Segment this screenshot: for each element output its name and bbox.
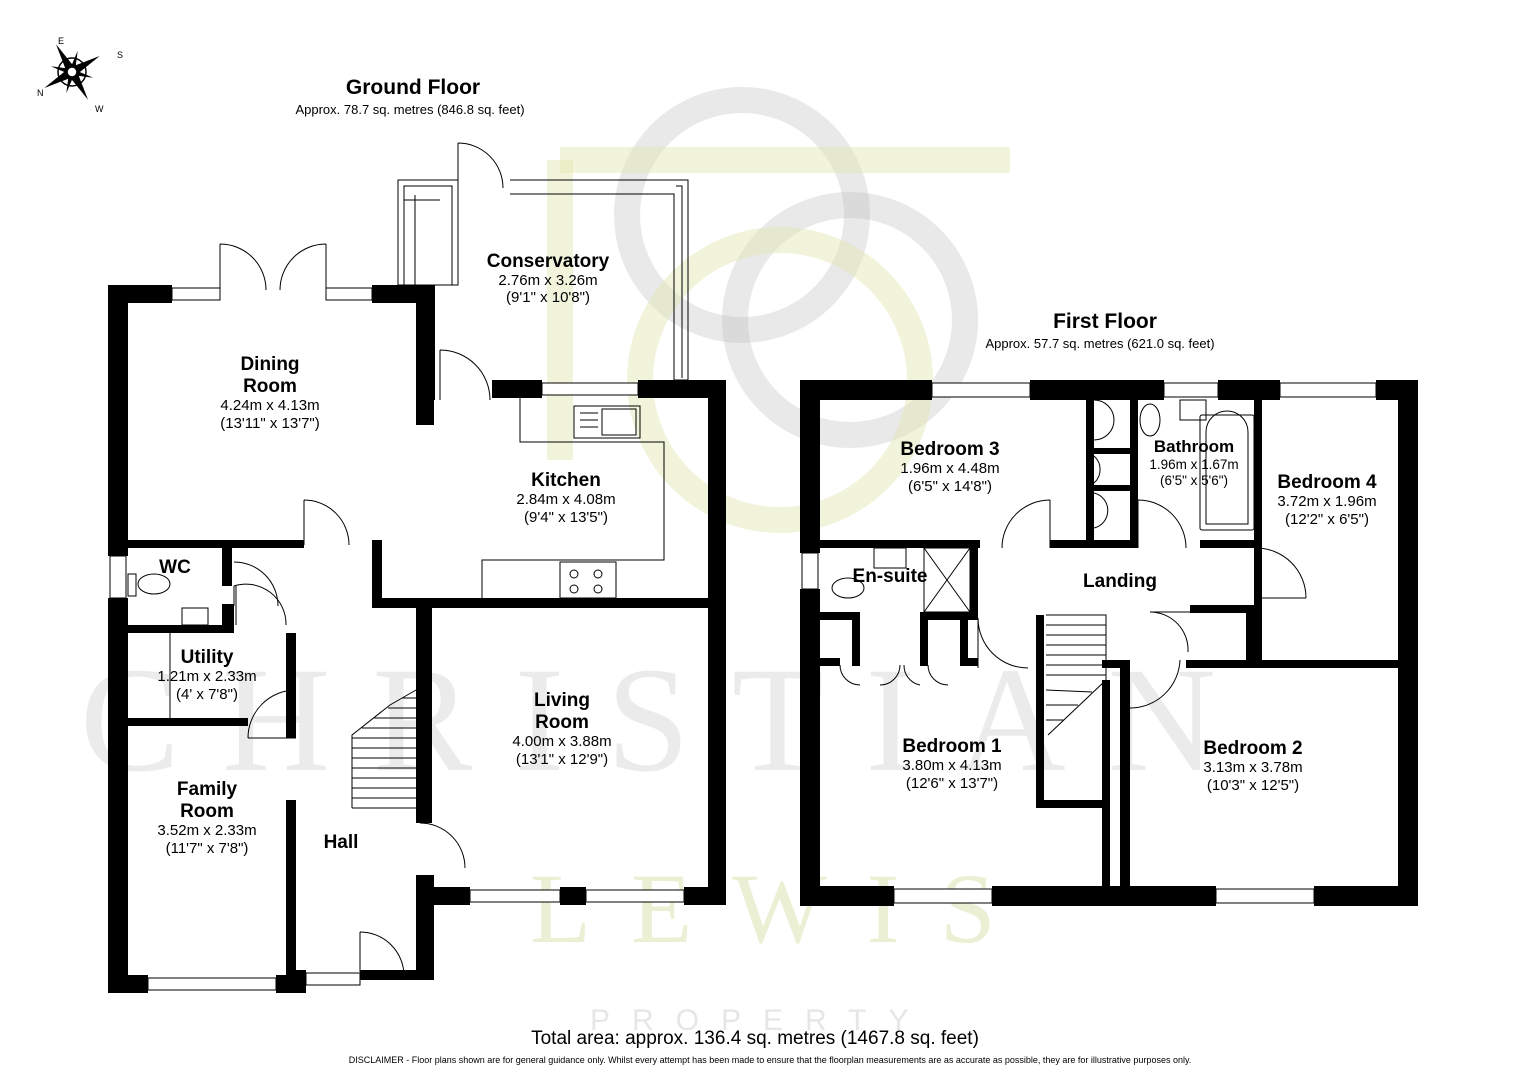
family-name-2: Room [180,801,234,822]
bathroom-fixtures [831,399,1255,613]
bedroom4-name: Bedroom 4 [1277,472,1377,493]
watermark-line3: PROPERTY [590,1004,931,1037]
bathroom-name: Bathroom [1154,437,1234,456]
bathroom-metric: 1.96m x 1.67m [1149,457,1238,472]
ground-floor-walls [108,285,726,993]
bedroom2-name: Bedroom 2 [1203,738,1302,759]
watermark-line1: CHRISTIAN [80,637,1258,803]
total-area: Total area: approx. 136.4 sq. metres (14… [531,1028,979,1049]
living-name-2: Room [535,712,589,733]
conservatory-imperial: (9'1" x 10'8") [506,289,590,306]
compass-rose-icon [44,44,100,100]
bedroom1-metric: 3.80m x 4.13m [902,757,1001,774]
compass-e: E [58,36,64,46]
bedroom3-name: Bedroom 3 [900,439,999,460]
family-metric: 3.52m x 2.33m [157,822,256,839]
first-floor-windows [801,382,1377,904]
compass-n: N [37,88,44,98]
hall-name: Hall [324,832,359,853]
bedroom1-imperial: (12'6" x 13'7") [906,775,998,792]
first-floor-area: Approx. 57.7 sq. metres (621.0 sq. feet) [985,336,1214,351]
bedroom2-metric: 3.13m x 3.78m [1203,759,1302,776]
bedroom2-label: Bedroom 2 3.13m x 3.78m (10'3" x 12'5") [1203,738,1302,794]
landing-name: Landing [1083,571,1157,592]
door-swings-ground [219,142,504,977]
bathroom-label: Bathroom 1.96m x 1.67m (6'5" x 5'6") [1149,437,1238,488]
dining-name-1: Dining [240,354,299,375]
ground-floor-title: Ground Floor [346,76,480,99]
ground-stairs [351,689,417,809]
kitchen-imperial: (9'4" x 13'5") [524,509,608,526]
utility-name: Utility [181,647,234,668]
utility-metric: 1.21m x 2.33m [157,668,256,685]
bedroom3-imperial: (6'5" x 14'8") [908,478,992,495]
living-metric: 4.00m x 3.88m [512,733,611,750]
kitchen-metric: 2.84m x 4.08m [516,491,615,508]
watermark-line2: LEWIS [530,853,1035,964]
dining-label: Dining Room 4.24m x 4.13m (13'11" x 13'7… [220,354,320,432]
dining-metric: 4.24m x 4.13m [220,397,319,414]
bedroom4-imperial: (12'2" x 6'5") [1285,511,1369,528]
wc-fixtures [127,573,209,718]
bathroom-imperial: (6'5" x 5'6") [1160,473,1228,488]
dining-imperial: (13'11" x 13'7") [220,415,320,432]
ensuite-name: En-suite [853,566,928,587]
family-label: Family Room 3.52m x 2.33m (11'7" x 7'8") [157,779,256,857]
bedroom1-name: Bedroom 1 [902,736,1002,757]
ground-floor-windows [109,287,685,991]
utility-label: Utility 1.21m x 2.33m (4' x 7'8") [157,647,256,703]
kitchen-name: Kitchen [531,470,601,491]
family-imperial: (11'7" x 7'8") [166,840,249,857]
conservatory-name: Conservatory [487,251,610,272]
kitchen-units [481,398,665,599]
conservatory-metric: 2.76m x 3.26m [498,272,597,289]
first-stairs [1045,614,1107,736]
family-name-1: Family [177,779,238,800]
disclaimer: DISCLAIMER - Floor plans shown are for g… [349,1055,1192,1065]
living-imperial: (13'1" x 12'9") [516,751,608,768]
bedroom2-imperial: (10'3" x 12'5") [1207,777,1299,794]
wc-name: WC [159,557,191,578]
utility-imperial: (4' x 7'8") [176,686,238,703]
compass-w: W [95,104,104,114]
first-floor-walls [800,380,1418,906]
compass-s: S [117,50,123,60]
bedroom4-metric: 3.72m x 1.96m [1277,493,1376,510]
bedroom1-label: Bedroom 1 3.80m x 4.13m (12'6" x 13'7") [902,736,1002,792]
dining-name-2: Room [243,376,297,397]
living-name-1: Living [534,690,590,711]
conservatory-frame [397,179,689,381]
bedroom4-label: Bedroom 4 3.72m x 1.96m (12'2" x 6'5") [1277,472,1377,528]
bedroom3-label: Bedroom 3 1.96m x 4.48m (6'5" x 14'8") [900,439,999,495]
door-swings-first [839,399,1307,709]
living-label: Living Room 4.00m x 3.88m (13'1" x 12'9"… [512,690,611,768]
bedroom3-metric: 1.96m x 4.48m [900,460,999,477]
kitchen-label: Kitchen 2.84m x 4.08m (9'4" x 13'5") [516,470,615,526]
first-floor-title: First Floor [1053,310,1157,333]
ground-floor-area: Approx. 78.7 sq. metres (846.8 sq. feet) [295,102,524,117]
conservatory-label: Conservatory 2.76m x 3.26m (9'1" x 10'8"… [487,251,610,306]
